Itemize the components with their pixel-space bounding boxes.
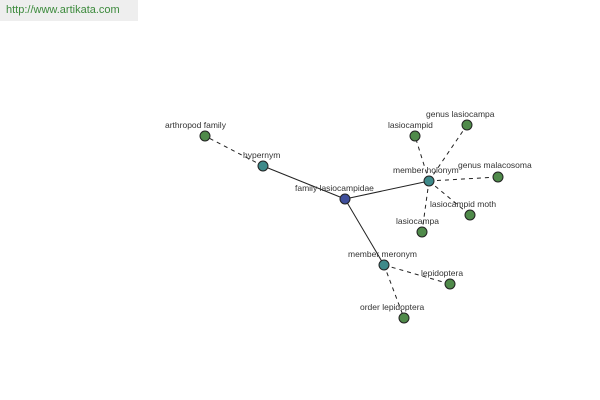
- node-genusLasio[interactable]: [461, 119, 473, 131]
- edge-holo-genusMala: [428, 176, 499, 182]
- node-orderLepi[interactable]: [398, 312, 410, 324]
- edge-holo-lasioMoth: [428, 180, 471, 216]
- node-label-arthro[interactable]: arthropod family: [165, 120, 227, 130]
- node-arthro[interactable]: [199, 130, 211, 142]
- node-label-holo[interactable]: member holonym: [393, 165, 459, 175]
- node-label-lepi[interactable]: lepidoptera: [421, 268, 463, 278]
- node-label-genusLasio[interactable]: genus lasiocampa: [426, 109, 495, 119]
- node-mero[interactable]: [378, 259, 390, 271]
- node-hyper[interactable]: [257, 160, 269, 172]
- nodes-layer: [199, 119, 504, 324]
- edge-holo-lasiocampa: [421, 180, 430, 233]
- edge-mero-orderLepi: [383, 264, 405, 319]
- node-label-orderLepi[interactable]: order lepidoptera: [360, 302, 425, 312]
- node-label-lasiocampa[interactable]: lasiocampa: [396, 216, 439, 226]
- node-genusMala[interactable]: [492, 171, 504, 183]
- labels-layer: family lasiocampidae hypernym member holon…: [165, 109, 532, 312]
- edge-center-holo: [344, 180, 430, 200]
- node-label-genusMala[interactable]: genus malacosoma: [458, 160, 532, 170]
- node-label-hyper[interactable]: hypernym: [243, 150, 280, 160]
- edge-hyper-arthro: [204, 135, 264, 167]
- edge-center-mero: [344, 198, 385, 266]
- node-holo[interactable]: [423, 175, 435, 187]
- node-lasioMoth[interactable]: [464, 209, 476, 221]
- edge-center-hyper: [262, 165, 346, 200]
- node-label-lasioMoth[interactable]: lasiocampid moth: [430, 199, 496, 209]
- node-lasiocampid[interactable]: [409, 130, 421, 142]
- node-lasiocampa[interactable]: [416, 226, 428, 238]
- watermark-url[interactable]: http://www.artikata.com: [0, 0, 138, 21]
- node-center[interactable]: [339, 193, 351, 205]
- node-label-lasiocampid[interactable]: lasiocampid: [388, 120, 433, 130]
- node-label-center[interactable]: family lasiocampidae: [295, 183, 374, 193]
- edges-layer: [204, 124, 499, 319]
- edge-mero-lepi: [383, 264, 451, 285]
- node-label-mero[interactable]: member meronym: [348, 249, 417, 259]
- edge-holo-genusLasio: [428, 124, 468, 182]
- node-lepi[interactable]: [444, 278, 456, 290]
